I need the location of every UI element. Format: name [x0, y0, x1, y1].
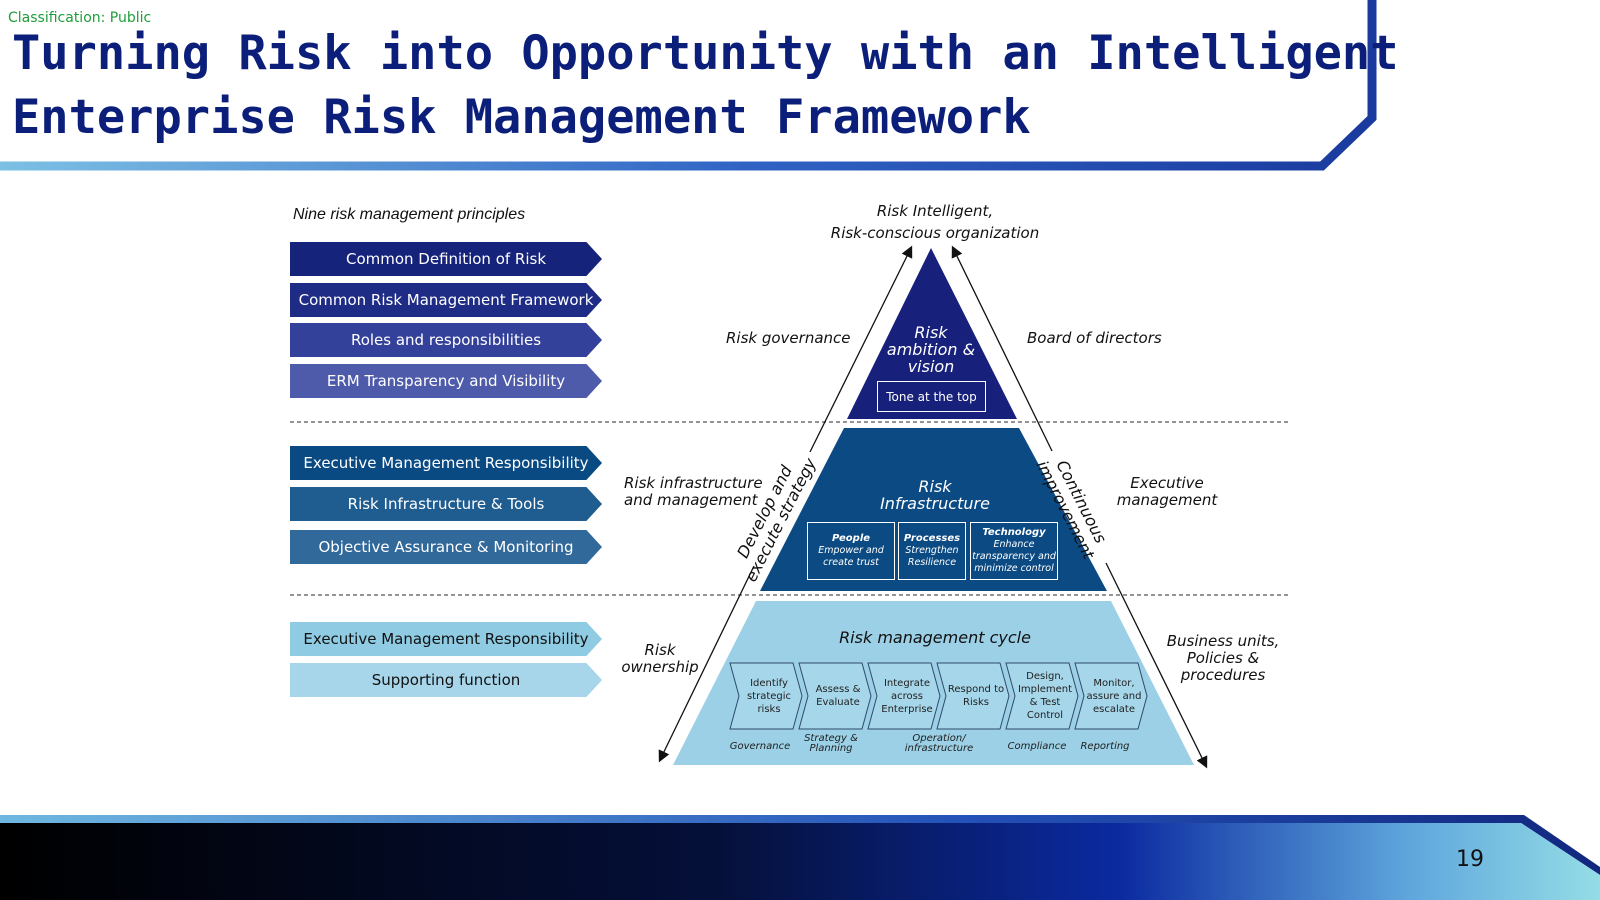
principle-3: Roles and responsibilities [290, 323, 602, 357]
infra-box-processes: Processes Strengthen Resilience [898, 522, 966, 580]
page-number: 19 [1456, 847, 1484, 872]
principle-4: ERM Transparency and Visibility [290, 364, 602, 398]
principle-5: Executive Management Responsibility [290, 446, 602, 480]
arrow-left-up [809, 245, 913, 453]
title-line-2: Enterprise Risk Management Framework [12, 90, 1031, 145]
page-title: Turning Risk into Opportunity with an In… [12, 22, 1399, 150]
tone-at-the-top-box: Tone at the top [877, 381, 986, 412]
cycle-chevron-5 [1005, 662, 1079, 730]
pyramid-tier-1 [847, 248, 1017, 419]
classification-label: Classification: Public [8, 10, 152, 26]
principle-2: Common Risk Management Framework [290, 283, 602, 317]
cycle-step-4: Respond to Risks [947, 684, 1005, 708]
cycle-chevron-2 [798, 662, 872, 730]
cycle-step-3: Integrate across Enterprise [881, 677, 933, 715]
cycle-category-4: Compliance [1007, 741, 1067, 752]
label-risk-ownership: Risk ownership [621, 641, 699, 676]
cycle-chevron-3 [867, 662, 941, 730]
arrow-left-down [658, 565, 755, 763]
cycle-category-3: Operation/ infrastructure [904, 733, 974, 754]
footer-band [0, 823, 1600, 900]
cycle-step-5: Design, Implement & Test Control [1017, 671, 1073, 721]
infra-box-technology-body: Enhance transparency and minimize contro… [972, 539, 1056, 574]
principle-7: Objective Assurance & Monitoring [290, 530, 602, 564]
cycle-step-6: Monitor, assure and escalate [1086, 677, 1142, 715]
header-border-line [0, 0, 1377, 171]
cycle-step-1: Identify strategic risks [746, 677, 792, 715]
infra-box-technology-head: Technology [982, 527, 1046, 538]
cycle-step-2: Assess & Evaluate [815, 684, 861, 708]
label-risk-governance: Risk governance [726, 329, 851, 347]
arrow-right-up [951, 245, 1053, 452]
infra-box-people-body: Empower and create trust [818, 545, 884, 568]
footer-bar [0, 815, 1600, 900]
title-line-1: Turning Risk into Opportunity with an In… [12, 26, 1399, 81]
header-frame [0, 0, 1377, 171]
footer-top-line [0, 815, 1600, 875]
cycle-chevron-6 [1074, 662, 1148, 730]
cycle-chevron-1 [729, 662, 803, 730]
tier2-title: Risk Infrastructure [880, 477, 990, 513]
principle-8: Executive Management Responsibility [290, 622, 602, 656]
cycle-chevron-4 [936, 662, 1010, 730]
principle-9: Supporting function [290, 663, 602, 697]
label-risk-infrastructure: Risk infrastructure and management [624, 474, 763, 509]
tier3-title: Risk management cycle [839, 628, 1031, 647]
label-board-of-directors: Board of directors [1027, 329, 1162, 347]
infra-box-people: People Empower and create trust [807, 522, 895, 580]
label-business-units: Business units, Policies & procedures [1166, 632, 1280, 684]
principles-header: Nine risk management principles [293, 206, 526, 223]
infra-box-processes-head: Processes [903, 533, 961, 544]
pyramid-tier-2 [760, 428, 1107, 591]
infra-box-technology: Technology Enhance transparency and mini… [970, 522, 1058, 580]
principle-6: Risk Infrastructure & Tools [290, 487, 602, 521]
tier1-title: Risk ambition & vision [886, 323, 976, 376]
label-executive-management: Executive management [1116, 474, 1218, 509]
infra-box-processes-body: Strengthen Resilience [905, 545, 959, 568]
cycle-category-1: Governance [729, 741, 791, 752]
infra-box-people-head: People [831, 533, 871, 544]
principle-1: Common Definition of Risk [290, 242, 602, 276]
cycle-category-2: Strategy & Planning [804, 733, 858, 754]
cycle-category-5: Reporting [1080, 741, 1130, 752]
cycle-chevrons [729, 662, 1148, 730]
pyramid-top-label: Risk Intelligent, Risk-conscious organiz… [830, 202, 1040, 242]
arrow-right-down [1105, 562, 1208, 769]
